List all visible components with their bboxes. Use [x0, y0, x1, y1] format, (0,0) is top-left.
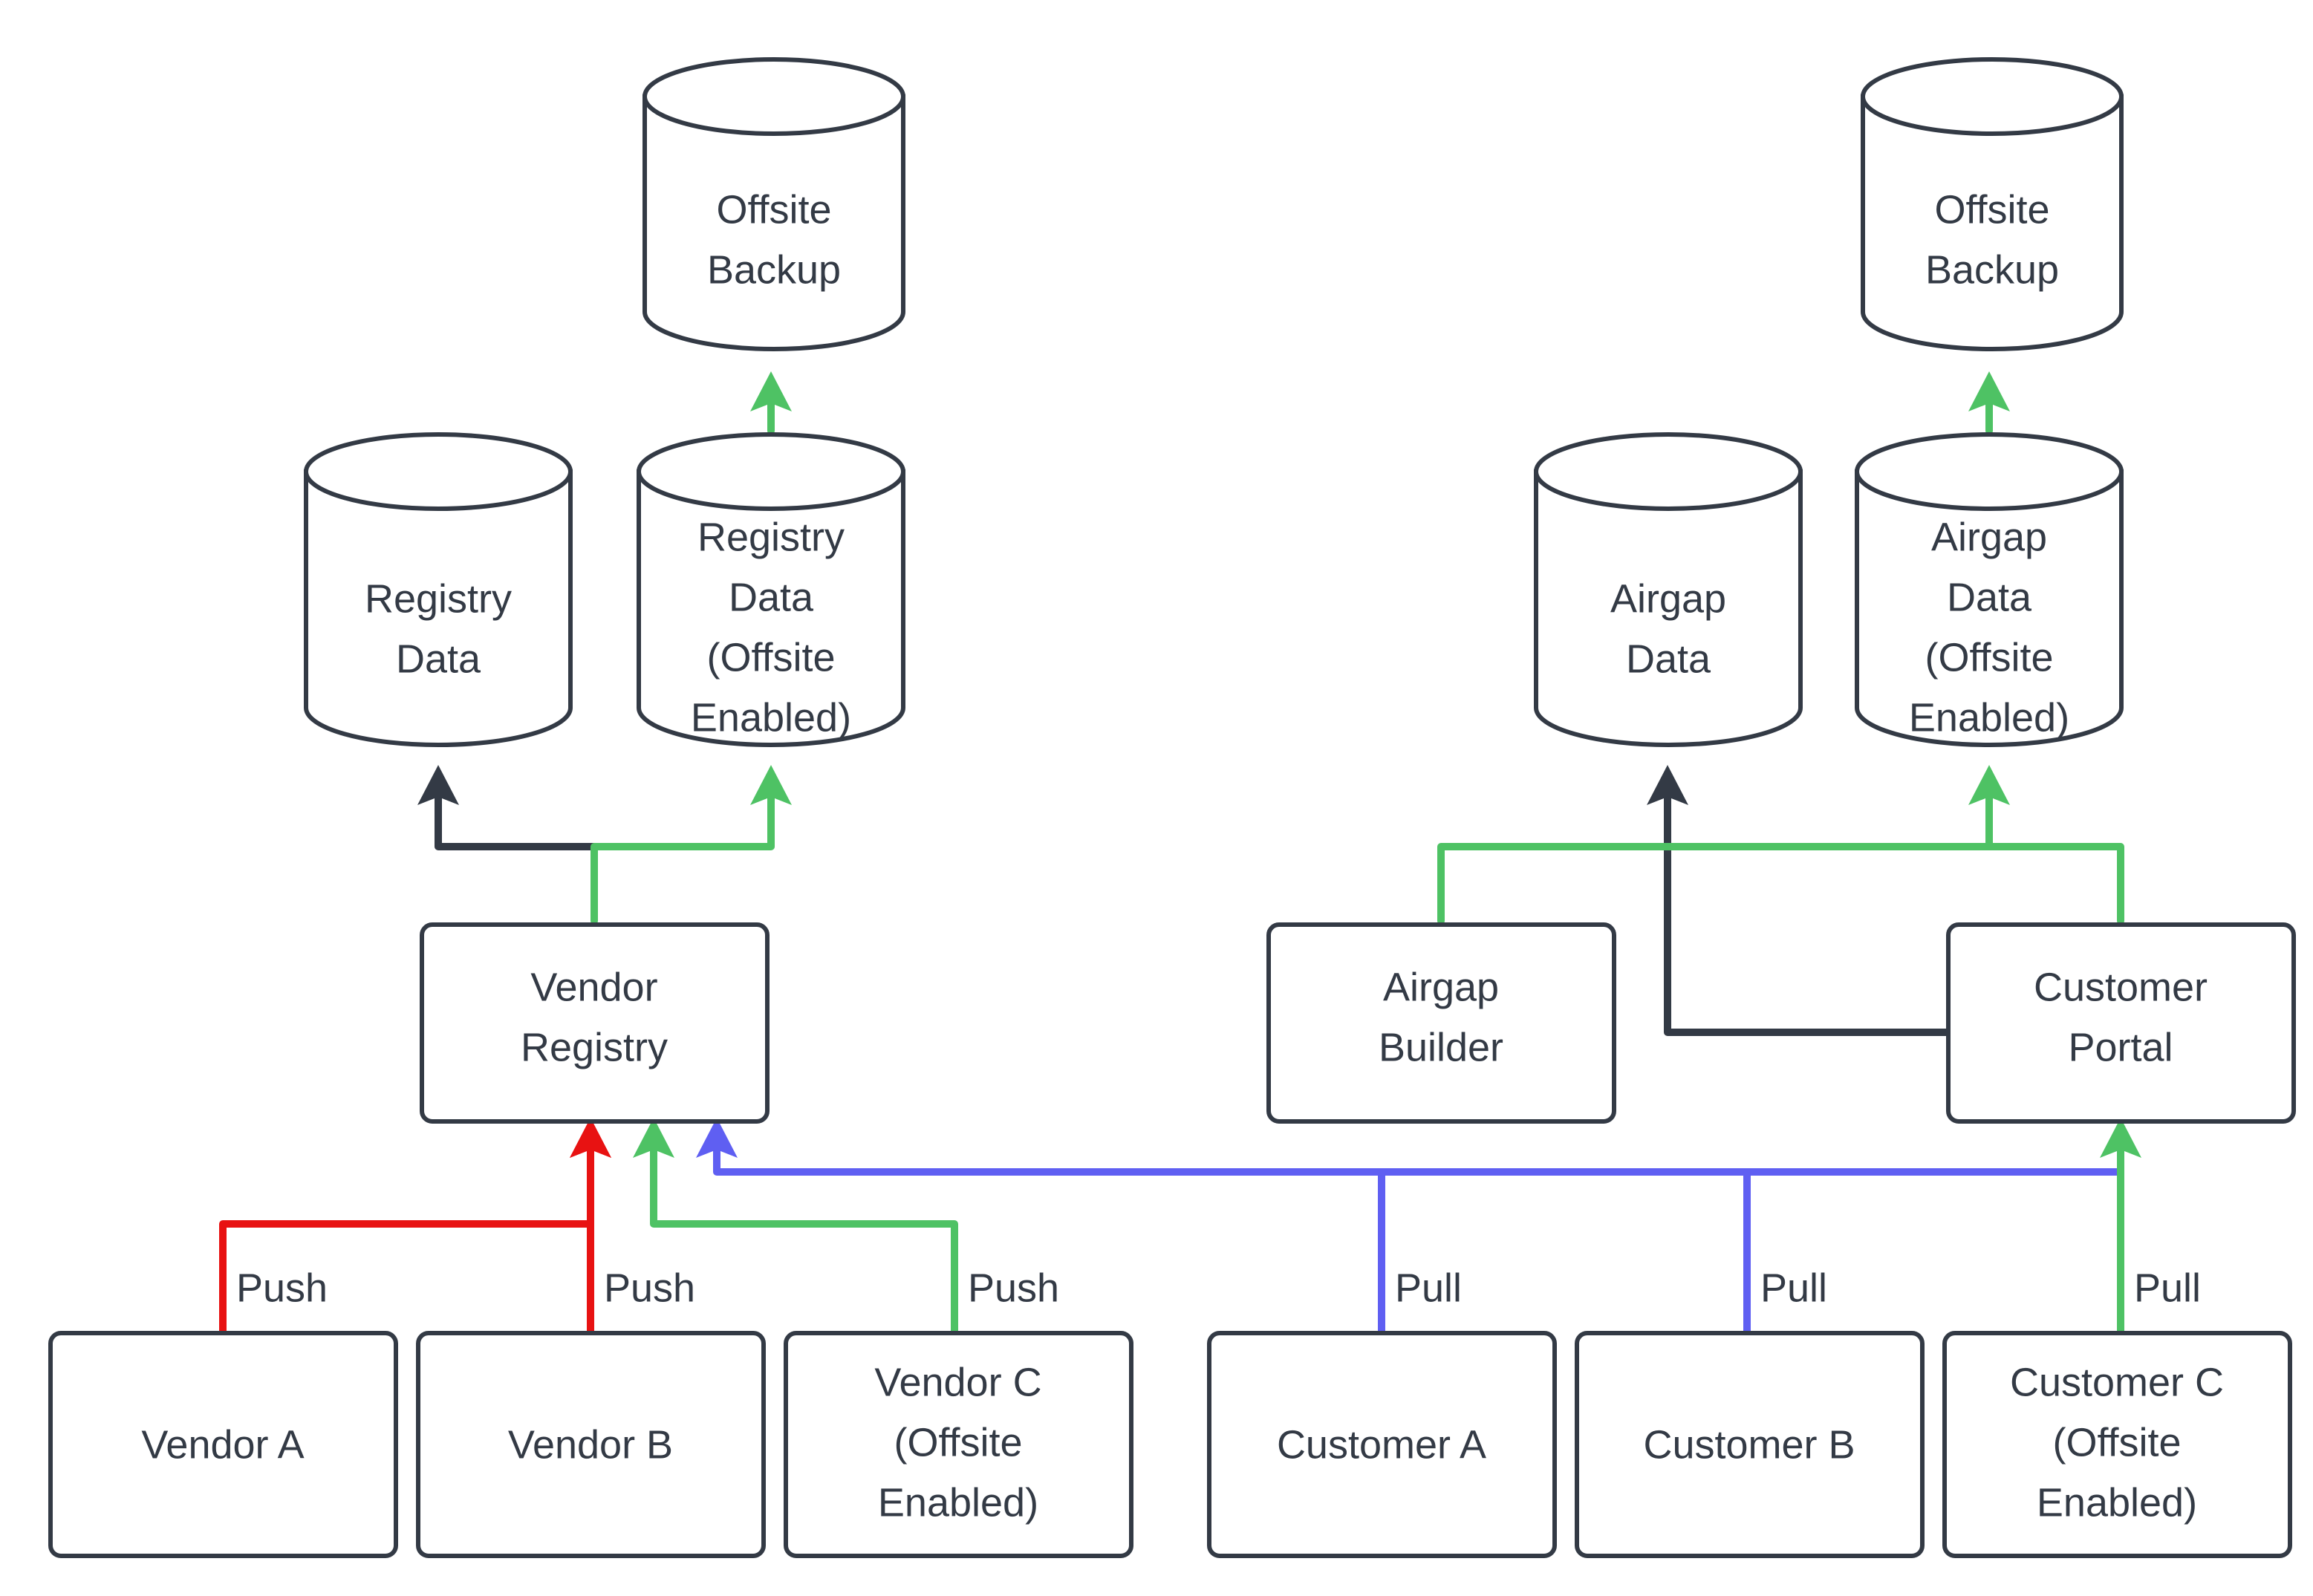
customer-portal-line2: Portal: [2068, 1025, 2173, 1069]
node-vendor-registry[interactable]: Vendor Registry: [420, 922, 770, 1124]
edge-customer-portal-to-airgap-data: [1647, 765, 1953, 1036]
edge-label-customer-c-pull: Pull: [2134, 1266, 2201, 1310]
edge-vendor-registry-to-registry-data-offsite: [591, 765, 792, 925]
airgap-data-offsite-line2: Data: [1947, 575, 2032, 619]
vendor-b-label: Vendor B: [508, 1422, 673, 1467]
vendor-a-label: Vendor A: [141, 1422, 304, 1467]
offsite-backup-right-line2: Backup: [1925, 247, 2059, 292]
edge-label-vendor-a-push: Push: [236, 1266, 328, 1310]
node-vendor-a[interactable]: Vendor A: [48, 1331, 398, 1558]
offsite-backup-left-line2: Backup: [707, 247, 841, 292]
customer-portal-line1: Customer: [2034, 965, 2208, 1009]
registry-data-line1: Registry: [365, 576, 512, 621]
registry-data-offsite-line2: Data: [729, 575, 814, 619]
customer-c-line2: (Offsite: [2052, 1420, 2181, 1465]
vendor-registry-line2: Registry: [521, 1025, 668, 1069]
airgap-data-offsite-line1: Airgap: [1931, 515, 2047, 559]
customer-a-label: Customer A: [1277, 1422, 1486, 1467]
registry-data-line2: Data: [396, 636, 481, 681]
node-offsite-backup-left[interactable]: Offsite Backup: [642, 57, 905, 351]
node-airgap-builder[interactable]: Airgap Builder: [1266, 922, 1616, 1124]
customer-c-line3: Enabled): [2037, 1480, 2197, 1525]
node-customer-a[interactable]: Customer A: [1207, 1331, 1557, 1558]
airgap-data-line2: Data: [1626, 636, 1711, 681]
node-offsite-backup-right[interactable]: Offsite Backup: [1861, 57, 2124, 351]
edge-airgap-builder-to-airgap-data-offsite: [1437, 843, 1993, 925]
registry-data-offsite-line4: Enabled): [691, 695, 851, 740]
edge-label-customer-a-pull: Pull: [1395, 1266, 1462, 1310]
airgap-data-offsite-line3: (Offsite: [1925, 635, 2053, 680]
node-customer-c[interactable]: Customer C (Offsite Enabled): [1942, 1331, 2292, 1558]
offsite-backup-left-line1: Offsite: [716, 187, 831, 232]
edge-customer-a-to-vendor-registry: [696, 1118, 1385, 1337]
vendor-c-line2: (Offsite: [894, 1420, 1022, 1465]
edge-customer-portal-to-airgap-data-offsite: [1968, 765, 2124, 925]
node-registry-data[interactable]: Registry Data: [304, 432, 573, 747]
airgap-builder-line2: Builder: [1379, 1025, 1503, 1069]
customer-b-label: Customer B: [1643, 1422, 1855, 1467]
registry-data-offsite-line3: (Offsite: [706, 635, 835, 680]
node-customer-b[interactable]: Customer B: [1575, 1331, 1925, 1558]
edge-vendor-registry-to-registry-data: [417, 765, 598, 850]
edge-vendor-c-to-vendor-registry: [633, 1118, 958, 1337]
edge-label-vendor-c-push: Push: [968, 1266, 1059, 1310]
airgap-builder-line1: Airgap: [1383, 965, 1499, 1009]
registry-data-offsite-line1: Registry: [697, 515, 845, 559]
vendor-c-line1: Vendor C: [874, 1360, 1041, 1404]
node-airgap-data[interactable]: Airgap Data: [1534, 432, 1803, 747]
vendor-c-line3: Enabled): [878, 1480, 1038, 1525]
node-airgap-data-offsite[interactable]: Airgap Data (Offsite Enabled): [1855, 432, 2124, 747]
customer-c-line1: Customer C: [2010, 1360, 2224, 1404]
edge-label-vendor-b-push: Push: [604, 1266, 695, 1310]
vendor-registry-line1: Vendor: [530, 965, 657, 1009]
airgap-data-line1: Airgap: [1610, 576, 1726, 621]
node-customer-portal[interactable]: Customer Portal: [1946, 922, 2296, 1124]
node-registry-data-offsite[interactable]: Registry Data (Offsite Enabled): [637, 432, 905, 747]
node-vendor-c[interactable]: Vendor C (Offsite Enabled): [784, 1331, 1133, 1558]
offsite-backup-right-line1: Offsite: [1934, 187, 2049, 232]
node-vendor-b[interactable]: Vendor B: [416, 1331, 766, 1558]
edge-label-customer-b-pull: Pull: [1760, 1266, 1827, 1310]
airgap-data-offsite-line4: Enabled): [1909, 695, 2069, 740]
